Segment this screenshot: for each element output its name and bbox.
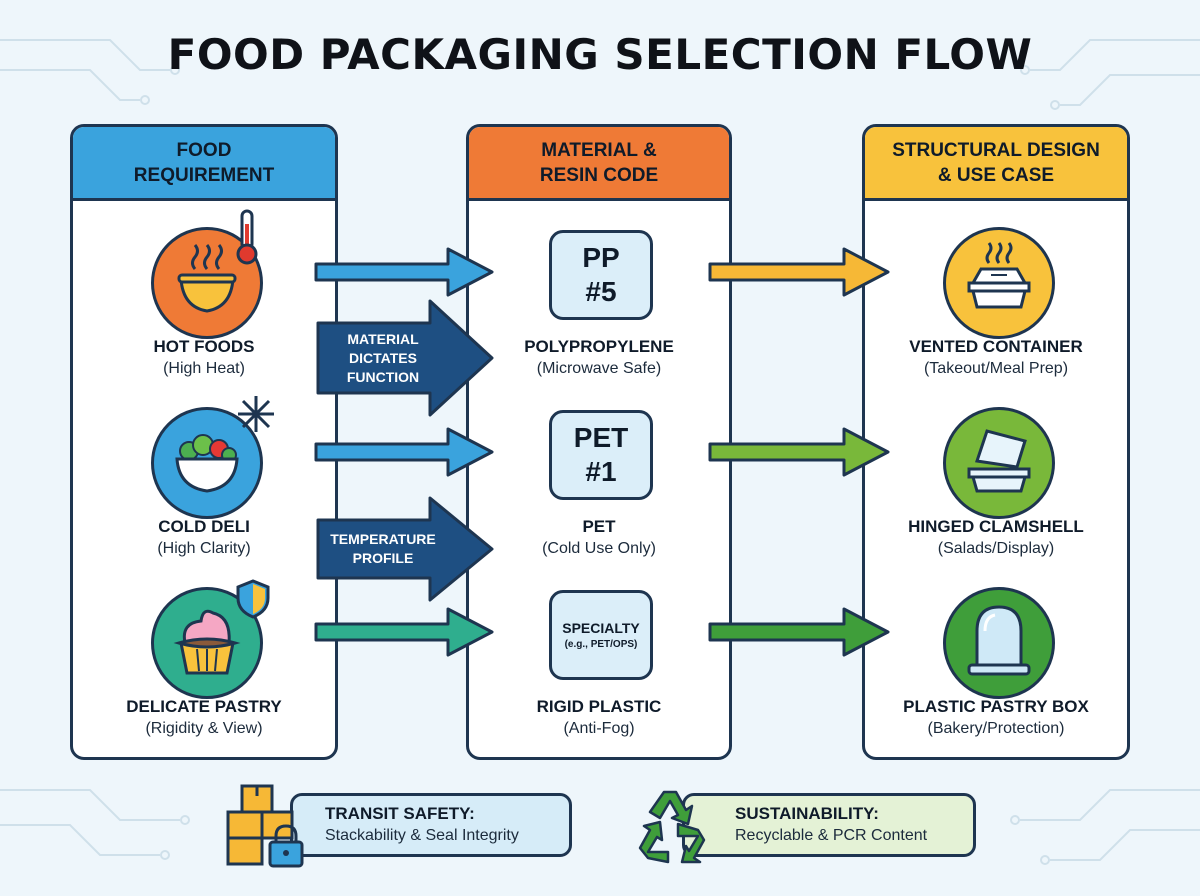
material-resin-header: MATERIAL & RESIN CODE <box>469 127 729 201</box>
arrow-cold-to-pet <box>314 427 494 477</box>
clamshell-icon <box>943 407 1055 519</box>
pet-item: PET (Cold Use Only) <box>469 517 729 558</box>
transit-safety-title: TRANSIT SAFETY: <box>325 804 475 823</box>
cold-deli-subtitle: (High Clarity) <box>157 540 251 557</box>
food-requirement-header: FOOD REQUIREMENT <box>73 127 335 201</box>
vented-container-icon <box>943 227 1055 339</box>
sustainability-title: SUSTAINABILITY: <box>735 804 879 823</box>
polypropylene-item: POLYPROPYLENE (Microwave Safe) <box>469 337 729 378</box>
arrow-pp-to-vented <box>708 247 890 297</box>
rigid-plastic-item: RIGID PLASTIC (Anti-Fog) <box>469 697 729 738</box>
vented-container-subtitle: (Takeout/Meal Prep) <box>923 360 1069 377</box>
structural-design-header: STRUCTURAL DESIGN & USE CASE <box>865 127 1127 201</box>
sustainability-box: SUSTAINABILITY: Recyclable & PCR Content <box>682 793 976 857</box>
hot-foods-item: HOT FOODS (High Heat) <box>73 337 335 378</box>
vented-container-item: VENTED CONTAINER (Takeout/Meal Prep) <box>865 337 1127 378</box>
food-requirement-panel: FOOD REQUIREMENT HOT FOODS (High Heat) <box>70 124 338 760</box>
hot-foods-subtitle: (High Heat) <box>163 360 245 377</box>
cupcake-shield-icon <box>151 579 270 699</box>
transit-safety-subtitle: Stackability & Seal Integrity <box>325 827 519 844</box>
material-resin-panel: MATERIAL & RESIN CODE PP #5 POLYPROPYLEN… <box>466 124 732 760</box>
temperature-profile-arrow <box>316 496 494 602</box>
delicate-pastry-title: DELICATE PASTRY <box>126 697 282 716</box>
page-title: FOOD PACKAGING SELECTION FLOW <box>167 30 1033 79</box>
arrow-hot-to-pp <box>314 247 494 297</box>
specialty-note: (e.g., PET/OPS) <box>564 639 638 650</box>
pp5-resin-code: PP #5 <box>549 230 653 320</box>
material-dictates-function-arrow <box>316 299 494 417</box>
plastic-pastry-box-title: PLASTIC PASTRY BOX <box>903 697 1089 716</box>
polypropylene-title: POLYPROPYLENE <box>524 337 674 356</box>
arrow-specialty-to-dome <box>708 607 890 657</box>
dome-box-icon <box>943 587 1055 699</box>
pet-title: PET <box>582 517 616 536</box>
arrow-pastry-to-specialty <box>314 607 494 657</box>
hinged-clamshell-subtitle: (Salads/Display) <box>937 540 1055 557</box>
vented-container-title: VENTED CONTAINER <box>909 337 1083 356</box>
hinged-clamshell-title: HINGED CLAMSHELL <box>908 517 1084 536</box>
polypropylene-subtitle: (Microwave Safe) <box>536 360 662 377</box>
material-dictates-function-label: MATERIAL DICTATES FUNCTION <box>346 331 420 385</box>
arrow-pet-to-clamshell <box>708 427 890 477</box>
hot-foods-title: HOT FOODS <box>153 337 255 356</box>
rigid-plastic-title: RIGID PLASTIC <box>536 697 662 716</box>
delicate-pastry-subtitle: (Rigidity & View) <box>145 720 263 737</box>
salad-bowl-snowflake-icon <box>151 396 274 519</box>
delicate-pastry-item: DELICATE PASTRY (Rigidity & View) <box>73 697 335 738</box>
specialty-resin-code: SPECIALTY (e.g., PET/OPS) <box>549 590 653 680</box>
sustainability-subtitle: Recyclable & PCR Content <box>735 827 928 844</box>
hinged-clamshell-item: HINGED CLAMSHELL (Salads/Display) <box>865 517 1127 558</box>
hot-bowl-thermometer-icon <box>151 209 263 339</box>
boxes-lock-icon <box>226 784 304 868</box>
transit-safety-box: TRANSIT SAFETY: Stackability & Seal Inte… <box>290 793 572 857</box>
temperature-profile-label: TEMPERATURE PROFILE <box>330 531 436 566</box>
pet-subtitle: (Cold Use Only) <box>542 540 656 557</box>
recycle-icon <box>638 790 706 864</box>
structural-design-panel: STRUCTURAL DESIGN & USE CASE VENTED CONT… <box>862 124 1130 760</box>
cold-deli-item: COLD DELI (High Clarity) <box>73 517 335 558</box>
plastic-pastry-box-item: PLASTIC PASTRY BOX (Bakery/Protection) <box>865 697 1127 738</box>
plastic-pastry-box-subtitle: (Bakery/Protection) <box>927 720 1065 737</box>
rigid-plastic-subtitle: (Anti-Fog) <box>563 720 635 737</box>
pet1-resin-code: PET #1 <box>549 410 653 500</box>
specialty-label: SPECIALTY <box>562 620 640 636</box>
cold-deli-title: COLD DELI <box>158 517 250 536</box>
